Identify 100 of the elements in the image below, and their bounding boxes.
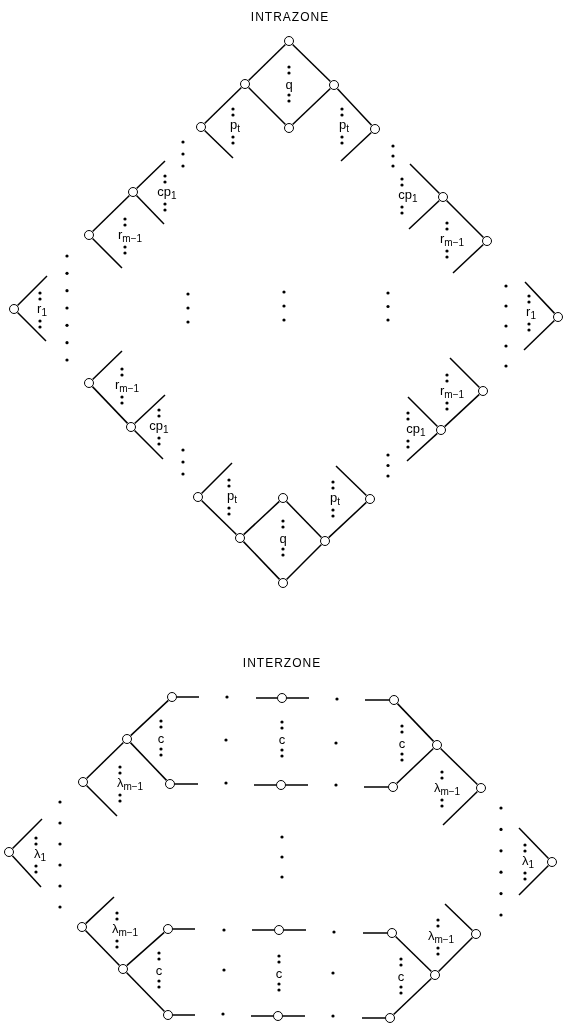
state-circle <box>77 922 87 932</box>
state-circle <box>167 692 177 702</box>
rate-label: λ$_{m−1}$ <box>427 928 455 946</box>
state-circle <box>389 695 399 705</box>
state-circle <box>235 533 245 543</box>
connector-line <box>395 747 435 785</box>
state-circle <box>482 236 492 246</box>
connector-line <box>291 87 332 126</box>
state-circle <box>547 857 557 867</box>
rate-label: r$_{1}$ <box>37 301 47 319</box>
rate-label: p$_{t}$ <box>330 490 340 508</box>
connector-line <box>200 499 238 536</box>
connector-line <box>364 699 390 701</box>
connector-line <box>91 350 123 381</box>
state-circle <box>284 123 294 133</box>
state-circle <box>274 925 284 935</box>
rate-label: q <box>279 531 287 545</box>
connector-line <box>172 1014 196 1016</box>
connector-line <box>449 357 481 389</box>
state-circle <box>388 782 398 792</box>
state-circle <box>365 494 375 504</box>
connector-line <box>524 281 556 315</box>
connector-line <box>327 501 368 539</box>
connector-line <box>291 43 332 83</box>
connector-line <box>340 131 373 162</box>
rate-label: r$_{m−1}$ <box>439 383 465 401</box>
rate-label: c <box>275 966 283 980</box>
connector-line <box>133 429 164 460</box>
state-circle <box>553 312 563 322</box>
connector-line <box>285 543 323 581</box>
state-circle <box>278 493 288 503</box>
state-circle <box>128 187 138 197</box>
connector-line <box>251 929 275 931</box>
connector-line <box>126 931 165 967</box>
connector-line <box>16 275 48 307</box>
rate-label: p$_{t}$ <box>230 117 240 135</box>
connector-line <box>176 696 200 698</box>
rate-label: p$_{t}$ <box>339 117 349 135</box>
connector-line <box>250 1015 274 1017</box>
connector-line <box>172 928 196 930</box>
state-circle <box>276 780 286 790</box>
connector-line <box>125 971 166 1013</box>
connector-line <box>392 977 433 1016</box>
state-circle <box>163 924 173 934</box>
connector-line <box>174 783 199 785</box>
connector-line <box>394 935 433 973</box>
connector-line <box>200 462 233 495</box>
connector-line <box>361 1017 386 1019</box>
rate-label: λ$_{m−1}$ <box>111 921 139 939</box>
connector-line <box>518 827 550 860</box>
connector-line <box>443 393 481 428</box>
rate-label: λ$_{m−1}$ <box>433 780 461 798</box>
connector-line <box>242 540 281 581</box>
state-circle <box>370 124 380 134</box>
rate-label: c <box>397 969 405 983</box>
connector-line <box>445 199 485 239</box>
state-circle <box>163 1010 173 1020</box>
state-circle <box>385 1013 395 1023</box>
state-circle <box>9 304 19 314</box>
connector-line <box>203 129 234 159</box>
rate-label: λ$_{m−1}$ <box>116 775 144 793</box>
rate-label: r$_{m−1}$ <box>117 227 143 245</box>
state-circle <box>478 386 488 396</box>
connector-line <box>133 394 166 425</box>
state-circle <box>436 425 446 435</box>
state-circle <box>471 929 481 939</box>
connector-line <box>135 160 166 190</box>
connector-line <box>439 747 479 786</box>
connector-line <box>396 702 435 743</box>
state-circle <box>432 740 442 750</box>
state-circle <box>277 693 287 703</box>
state-circle <box>196 122 206 132</box>
connector-line <box>11 854 42 888</box>
state-circle <box>284 36 294 46</box>
connector-line <box>285 500 323 539</box>
rate-label: r$_{m−1}$ <box>114 377 140 395</box>
connector-line <box>518 864 550 896</box>
section-heading: INTRAZONE <box>250 11 330 23</box>
connector-line <box>286 697 310 699</box>
rate-label: cp$_{1}$ <box>149 418 169 436</box>
section-heading: INTERZONE <box>242 657 322 669</box>
rate-label: c <box>155 963 163 977</box>
connector-line <box>91 194 131 233</box>
rate-label: q <box>285 77 293 91</box>
rate-label: cp$_{1}$ <box>157 184 177 202</box>
connector-line <box>452 243 485 274</box>
connector-line <box>85 784 118 817</box>
state-circle <box>476 783 486 793</box>
connector-line <box>129 699 170 737</box>
rate-label: c <box>278 732 286 746</box>
state-circle <box>430 970 440 980</box>
state-circle <box>84 230 94 240</box>
state-circle <box>4 847 14 857</box>
connector-line <box>444 903 474 932</box>
state-circle <box>387 928 397 938</box>
rate-label: λ$_{1}$ <box>33 846 47 864</box>
connector-line <box>335 465 368 497</box>
connector-line <box>135 194 165 225</box>
connector-line <box>11 818 43 850</box>
connector-line <box>406 432 439 462</box>
